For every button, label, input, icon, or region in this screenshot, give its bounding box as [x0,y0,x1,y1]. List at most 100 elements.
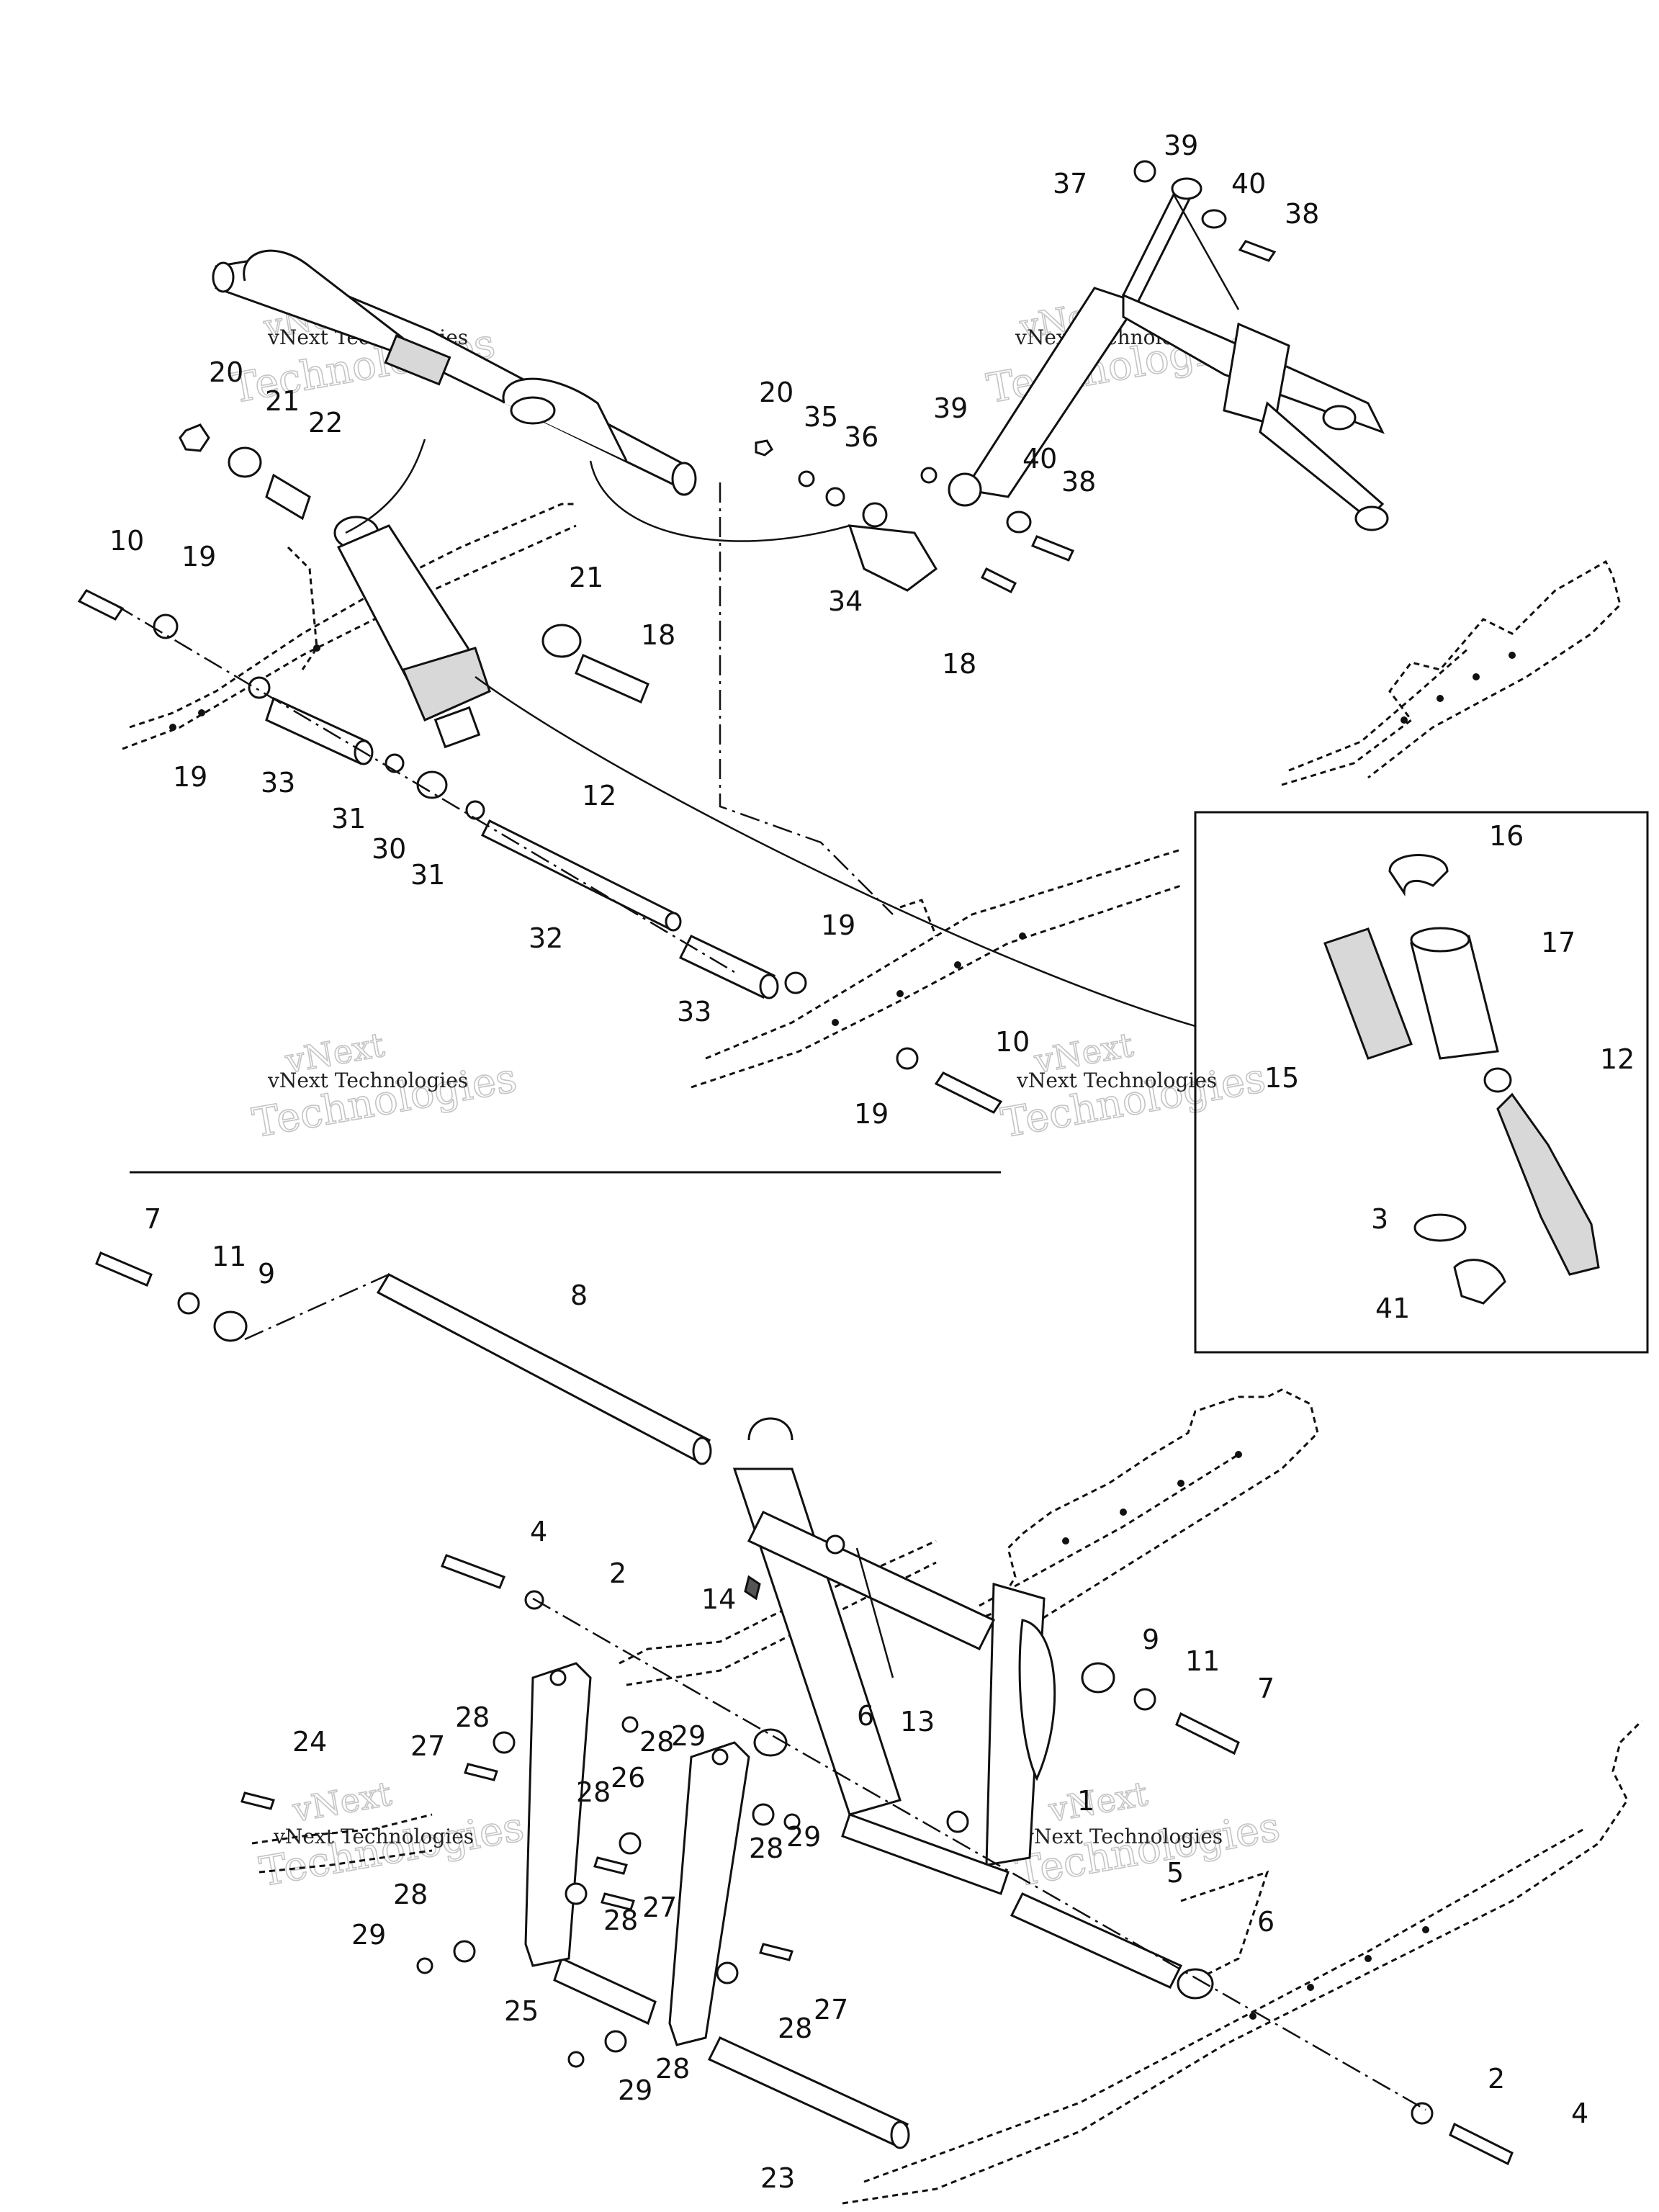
callout-8: 8 [570,1280,588,1311]
callout-29-d: 29 [618,2074,652,2106]
spacer-33-left [265,696,374,765]
callout-29-b: 29 [786,1821,821,1853]
callout-27-b: 27 [642,1892,677,1923]
callout-14: 14 [701,1583,736,1615]
center-bracket-34 [755,439,1075,594]
shaft-5 [1010,1892,1183,1989]
right-frame-rail-top [1281,559,1622,786]
shaft-23 [707,2036,910,2149]
callout-6-top: 6 [857,1700,874,1732]
callout-28-f: 28 [603,1905,638,1936]
upper-front-arm-assembly [212,249,697,496]
callout-19-b: 19 [173,761,207,793]
left-frame-rail-bottom [251,1813,433,1874]
long-cross-shaft-8 [376,1273,712,1465]
right-upper-arm-assembly [948,160,1389,531]
lower-frame-rail-bottom [842,1719,1643,2205]
callout-19-c: 19 [821,909,855,941]
callout-36: 36 [844,421,878,453]
callout-10-top: 10 [109,525,144,557]
rear-shock-absorber [333,516,491,749]
callout-5: 5 [1166,1857,1184,1889]
callout-40-center: 40 [1022,443,1057,475]
watermark-caption: vNext Technologies [1016,1069,1217,1092]
callout-12-inset: 12 [1600,1043,1635,1075]
callout-13: 13 [900,1706,935,1737]
shock-detail-inset [1194,811,1649,1354]
callout-7-right: 7 [1257,1673,1274,1704]
callout-3: 3 [1371,1203,1388,1235]
callout-24: 24 [292,1726,327,1758]
watermark-caption: vNext Technologies [1022,1825,1223,1848]
callout-38-top: 38 [1285,198,1319,230]
bottom-hardware [95,1251,1514,2166]
callout-21-center: 21 [569,562,603,593]
pivot-pin-32 [480,819,682,932]
right-frame-rail-bottom [957,1388,1319,1650]
callout-39-top: 39 [1164,130,1198,161]
callout-35: 35 [804,401,838,433]
rear-frame-rail-top [122,503,577,750]
callout-25: 25 [504,1995,539,2027]
callout-11-left: 11 [212,1241,246,1272]
callout-26: 26 [611,1762,645,1794]
watermark-line-vnext: vNext [1046,1774,1151,1830]
callout-4-bottom: 4 [1571,2098,1588,2129]
callout-6-bottom: 6 [1257,1906,1274,1938]
callout-31-a: 31 [331,803,366,835]
callout-38-center: 38 [1061,466,1096,498]
top-leaders [114,194,1240,1028]
callout-2-bottom: 2 [1488,2063,1505,2095]
callout-16: 16 [1489,820,1524,852]
callout-28-d: 28 [749,1833,783,1864]
callout-2-top: 2 [609,1557,626,1589]
bottom-leaders [244,1273,1426,2111]
callout-28-a: 28 [455,1701,490,1733]
callout-40-top: 40 [1231,168,1266,199]
callout-12-top: 12 [582,780,616,811]
callout-20-center: 20 [759,377,793,408]
callout-33-right: 33 [677,996,711,1028]
front-arm-assembly [732,1417,1056,1895]
callout-29-a: 29 [671,1720,706,1752]
callout-18-center: 18 [942,648,976,680]
spacer-33-right [678,935,779,999]
callout-22: 22 [308,407,343,439]
callout-28-e: 28 [393,1879,428,1910]
callout-41: 41 [1375,1292,1410,1324]
callout-9-left: 9 [258,1258,275,1290]
callout-15: 15 [1264,1062,1299,1094]
callout-10-mid: 10 [995,1026,1030,1058]
callout-28-c: 28 [576,1776,611,1808]
callout-labels: 39 37 40 38 20 21 22 20 35 36 39 40 38 3… [109,130,1635,2194]
callout-27-c: 27 [814,1994,848,2026]
callout-34: 34 [828,585,863,617]
callout-33-left: 33 [261,767,295,799]
shaft-25 [553,1956,657,2026]
callout-21-left: 21 [265,385,300,417]
callout-28-h: 28 [655,2053,690,2085]
callout-18-left: 18 [641,619,675,651]
callout-28-b: 28 [639,1726,674,1758]
callout-11-right: 11 [1185,1645,1220,1677]
watermark-group: vNext Technologies vNext Technologies vN… [227,290,1284,1897]
callout-1: 1 [1077,1785,1094,1817]
callout-19-d: 19 [854,1098,889,1130]
callout-20-left: 20 [209,356,243,388]
callout-31-b: 31 [410,859,445,891]
callout-29-c: 29 [351,1919,386,1951]
callout-28-g: 28 [778,2013,812,2044]
inset-parts [1323,854,1600,1305]
callout-7-left: 7 [144,1203,161,1235]
callout-37: 37 [1053,168,1087,199]
callout-27-a: 27 [410,1730,445,1762]
idler-link-plates [524,1662,750,2046]
callout-9-right: 9 [1142,1624,1159,1655]
watermark-line-vnext: vNext [289,1774,395,1830]
callout-19-a: 19 [181,541,216,572]
callout-39-center: 39 [933,392,968,424]
callout-4-top: 4 [530,1516,547,1547]
front-frame-rail-top [691,848,1182,1089]
callout-23: 23 [760,2162,795,2194]
